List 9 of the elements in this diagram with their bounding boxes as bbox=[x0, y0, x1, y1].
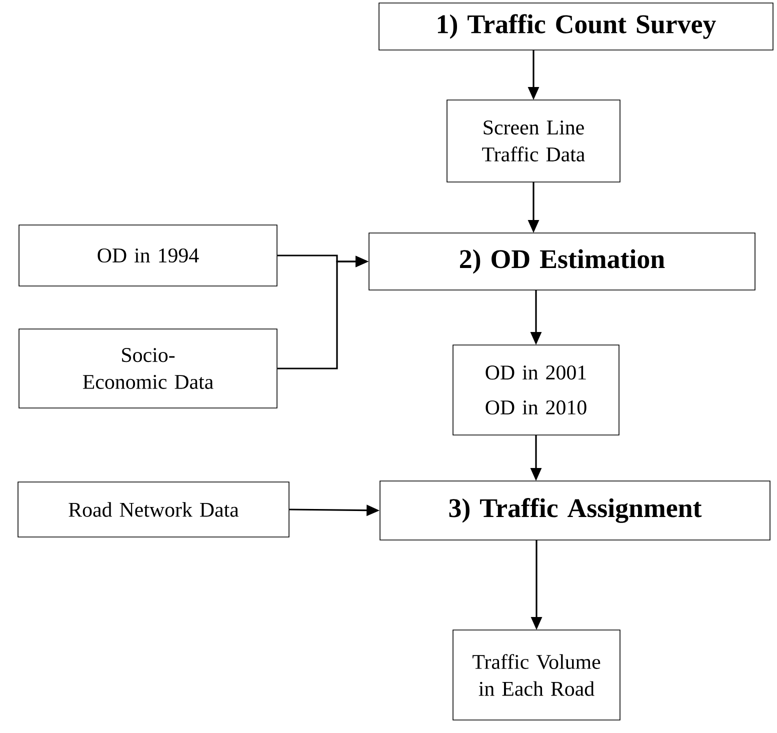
data-box: OD in 2001 OD in 2010 bbox=[452, 344, 620, 436]
heading-box: 3) Traffic Assignment bbox=[380, 480, 770, 540]
data-box: Road Network Data bbox=[18, 482, 290, 538]
data-box: OD in 1994 bbox=[18, 224, 278, 286]
heading-box: 1) Traffic Count Survey bbox=[378, 2, 774, 50]
heading-box: 2) OD Estimation bbox=[368, 232, 756, 290]
data-box: Screen Line Traffic Data bbox=[446, 100, 620, 182]
data-box: Socio-Economic Data bbox=[18, 328, 278, 408]
data-box: Traffic Volume in Each Road bbox=[452, 630, 620, 720]
